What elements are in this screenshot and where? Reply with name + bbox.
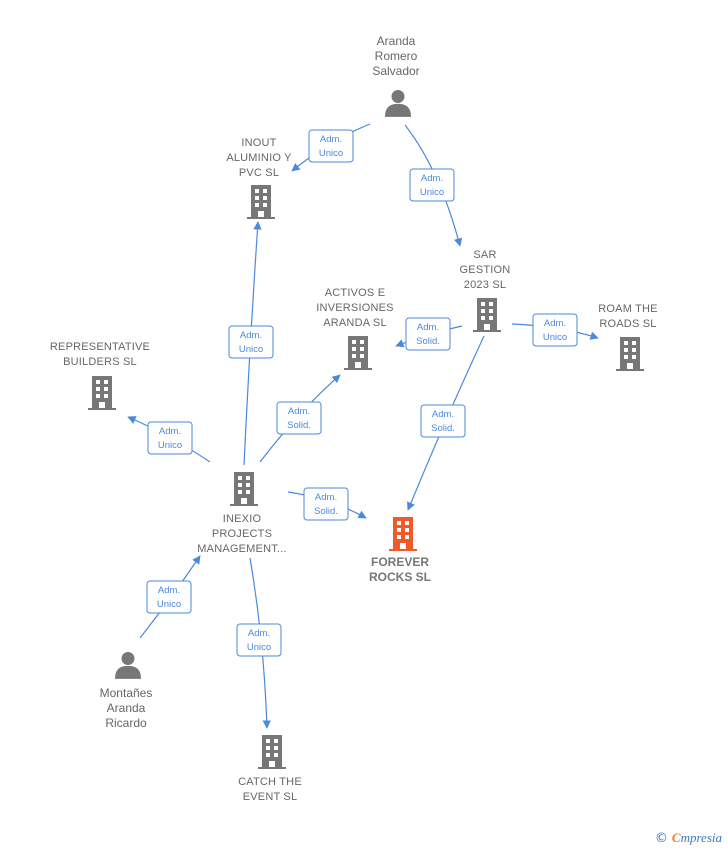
person-icon <box>385 90 411 117</box>
edge-label-line2: Solid. <box>287 420 311 431</box>
edge-label-line1: Adm. <box>158 585 180 596</box>
node-label-line: Ricardo <box>105 716 147 730</box>
node-label-line: ROCKS SL <box>369 570 431 584</box>
edge-label-box <box>405 317 451 351</box>
edge-label-line2: Solid. <box>314 506 338 517</box>
node-label-line: MANAGEMENT... <box>197 543 286 555</box>
edge-sar-activos[interactable]: Adm. Solid. <box>395 317 463 351</box>
node-inexio-projects[interactable]: INEXIO PROJECTS MANAGEMENT... <box>197 472 286 555</box>
edge-label-box <box>303 487 349 521</box>
edge-label-line1: Adm. <box>240 330 262 341</box>
node-label-line: FOREVER <box>371 555 429 569</box>
edge-label-box <box>147 421 193 455</box>
edge-aranda-sar[interactable]: Adm. Unico <box>404 124 463 247</box>
edge-montanes-inexio[interactable]: Adm. Unico <box>139 555 201 639</box>
edge-label-line1: Adm. <box>421 173 443 184</box>
edge-label-box <box>146 580 192 614</box>
brand-footer: ©Cmpresia <box>655 830 722 846</box>
building-icon <box>473 298 501 332</box>
node-montanes-aranda-ricardo[interactable]: Montañes Aranda Ricardo <box>100 652 153 730</box>
node-label-line: ACTIVOS E <box>325 287 385 299</box>
copyright-icon: © <box>654 831 668 846</box>
node-label-line: PVC SL <box>239 167 279 179</box>
edge-label-line2: Unico <box>239 344 263 355</box>
node-label-line: Salvador <box>372 64 419 78</box>
edge-label-box <box>532 313 578 347</box>
node-inout-aluminio[interactable]: INOUT ALUMINIO Y PVC SL <box>226 137 292 219</box>
node-label-line: 2023 SL <box>464 279 506 291</box>
brand-initial: C <box>671 830 681 845</box>
edge-label-line2: Unico <box>543 332 567 343</box>
building-icon <box>230 472 258 506</box>
node-label-line: INVERSIONES <box>316 302 393 314</box>
node-label-line: Aranda <box>377 34 416 48</box>
node-label-line: INEXIO <box>223 513 262 525</box>
node-sar-gestion[interactable]: SAR GESTION 2023 SL <box>460 249 511 332</box>
edge-aranda-inout[interactable]: Adm. Unico <box>291 123 371 172</box>
node-activos-inversiones[interactable]: ACTIVOS E INVERSIONES ARANDA SL <box>316 287 393 370</box>
node-label-line: EVENT SL <box>243 791 298 803</box>
node-representative-builders[interactable]: REPRESENTATIVE BUILDERS SL <box>50 341 150 410</box>
node-label-line: Aranda <box>107 701 146 715</box>
edge-label-line1: Adm. <box>417 322 439 333</box>
node-label-line: BUILDERS SL <box>63 356 137 368</box>
node-label-line: Romero <box>375 49 418 63</box>
edge-label-box <box>308 129 354 163</box>
edge-inexio-forever[interactable]: Adm. Solid. <box>287 487 367 521</box>
building-icon <box>616 337 644 371</box>
person-icon <box>115 652 141 679</box>
edge-label-line1: Adm. <box>248 628 270 639</box>
edge-inexio-inout[interactable]: Adm. Unico <box>228 221 274 466</box>
building-icon <box>344 336 372 370</box>
edge-label-line1: Adm. <box>288 406 310 417</box>
edge-label-box <box>420 404 466 438</box>
node-label-line: ARANDA SL <box>323 317 387 329</box>
building-icon <box>88 376 116 410</box>
edge-label-line1: Adm. <box>544 318 566 329</box>
edge-label-line1: Adm. <box>315 492 337 503</box>
edge-label-line2: Solid. <box>431 423 455 434</box>
edge-label-line2: Unico <box>247 642 271 653</box>
building-icon <box>258 735 286 769</box>
node-roam-the-roads[interactable]: ROAM THE ROADS SL <box>598 303 658 371</box>
node-label-line: ROADS SL <box>599 318 656 330</box>
node-aranda-romero-salvador[interactable]: Aranda Romero Salvador <box>372 34 420 117</box>
node-label-line: INOUT <box>241 137 276 149</box>
brand-name: mpresia <box>680 830 722 845</box>
node-forever-rocks[interactable]: FOREVER ROCKS SL <box>369 517 431 584</box>
edge-label-box <box>276 401 322 435</box>
node-label-line: ROAM THE <box>598 303 657 315</box>
edge-inexio-activos[interactable]: Adm. Solid. <box>259 374 341 463</box>
edge-sar-forever[interactable]: Adm. Solid. <box>406 335 485 511</box>
edge-label-line2: Unico <box>319 148 343 159</box>
node-label-line: Montañes <box>100 686 153 700</box>
node-label-line: ALUMINIO Y <box>226 152 292 164</box>
edge-label-line1: Adm. <box>320 134 342 145</box>
edge-label-box <box>228 325 274 359</box>
building-icon <box>247 185 275 219</box>
edge-label-line1: Adm. <box>159 426 181 437</box>
edge-sar-roam[interactable]: Adm. Unico <box>511 313 599 347</box>
node-label-line: REPRESENTATIVE <box>50 341 150 353</box>
node-catch-the-event[interactable]: CATCH THE EVENT SL <box>238 735 302 803</box>
edge-label-line2: Unico <box>420 187 444 198</box>
edge-label-line2: Unico <box>158 440 182 451</box>
edge-label-box <box>236 623 282 657</box>
edge-inexio-catch[interactable]: Adm. Unico <box>236 557 282 729</box>
edge-label-line2: Solid. <box>416 336 440 347</box>
node-label-line: GESTION <box>460 264 511 276</box>
edge-inexio-represent[interactable]: Adm. Unico <box>127 416 211 463</box>
edge-label-line2: Unico <box>157 599 181 610</box>
edge-label-box <box>409 168 455 202</box>
node-label-line: PROJECTS <box>212 528 272 540</box>
edge-label-line1: Adm. <box>432 409 454 420</box>
node-label-line: SAR <box>473 249 496 261</box>
building-icon <box>389 517 417 551</box>
node-label-line: CATCH THE <box>238 776 302 788</box>
